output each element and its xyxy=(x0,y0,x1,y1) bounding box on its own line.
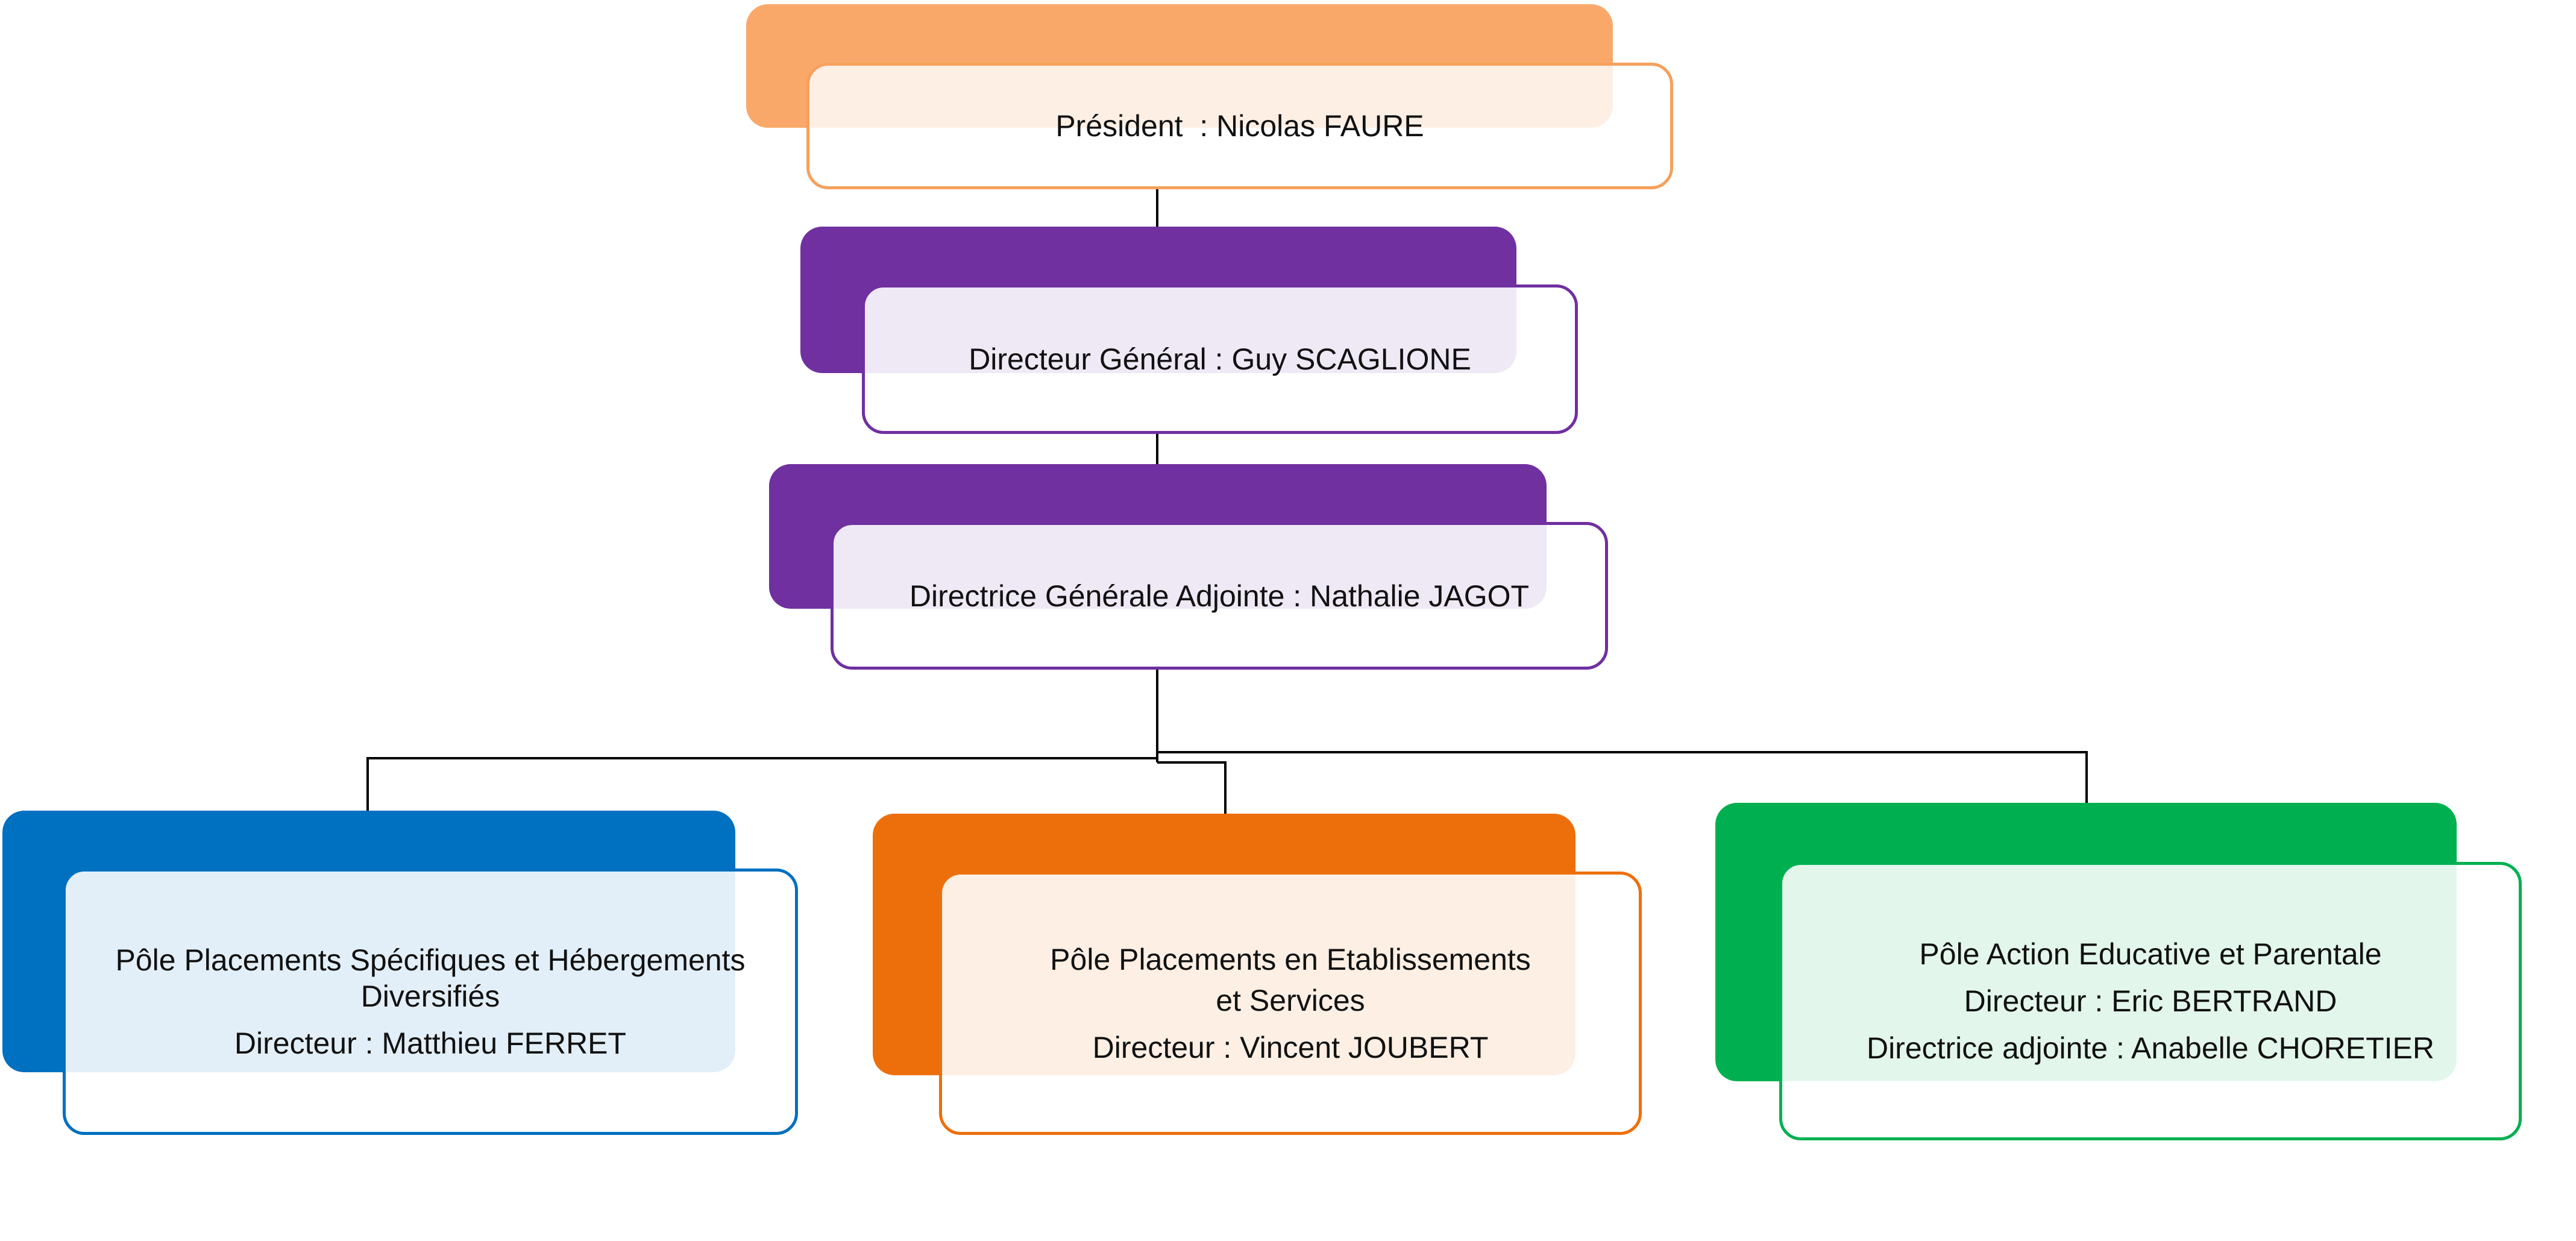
directeur-general-node[interactable]: Directeur Général : Guy SCAGLIONE xyxy=(862,284,1578,434)
pole-title-line-1: Pôle Action Educative et Parentale xyxy=(1919,937,2382,971)
connector-to-pole-blue xyxy=(366,757,1157,811)
pole-title-line-1: Pôle Placements Spécifiques et Hébergeme… xyxy=(115,943,746,977)
pole-director-label: Directeur : Vincent JOUBERT xyxy=(1092,1030,1489,1064)
directrice-generale-adjointe-label: Directrice Générale Adjointe : Nathalie … xyxy=(909,579,1530,613)
pole-deputy-director-label: Directrice adjointe : Anabelle CHORETIER xyxy=(1866,1031,2435,1065)
pole-director-label: Directeur : Eric BERTRAND xyxy=(1964,984,2337,1018)
pole-action-educative-node[interactable]: Pôle Action Educative et Parentale Direc… xyxy=(1779,862,2522,1140)
pole-title-line-2: Diversifiés xyxy=(360,979,500,1013)
directeur-general-label: Directeur Général : Guy SCAGLIONE xyxy=(969,342,1471,376)
pole-placements-etablissements-node[interactable]: Pôle Placements en Etablissements et Ser… xyxy=(939,872,1642,1135)
pole-placements-specifiques-node[interactable]: Pôle Placements Spécifiques et Hébergeme… xyxy=(63,869,798,1135)
president-label: Président : Nicolas FAURE xyxy=(1055,109,1424,143)
connector-to-pole-green xyxy=(1157,751,2088,803)
president-node[interactable]: Président : Nicolas FAURE xyxy=(806,63,1673,189)
pole-title-line-2: et Services xyxy=(1216,983,1365,1017)
pole-title-line-1: Pôle Placements en Etablissements xyxy=(1050,942,1531,976)
pole-director-label: Directeur : Matthieu FERRET xyxy=(234,1026,627,1060)
connector-to-pole-orange xyxy=(1157,761,1227,814)
directrice-generale-adjointe-node[interactable]: Directrice Générale Adjointe : Nathalie … xyxy=(831,522,1608,670)
